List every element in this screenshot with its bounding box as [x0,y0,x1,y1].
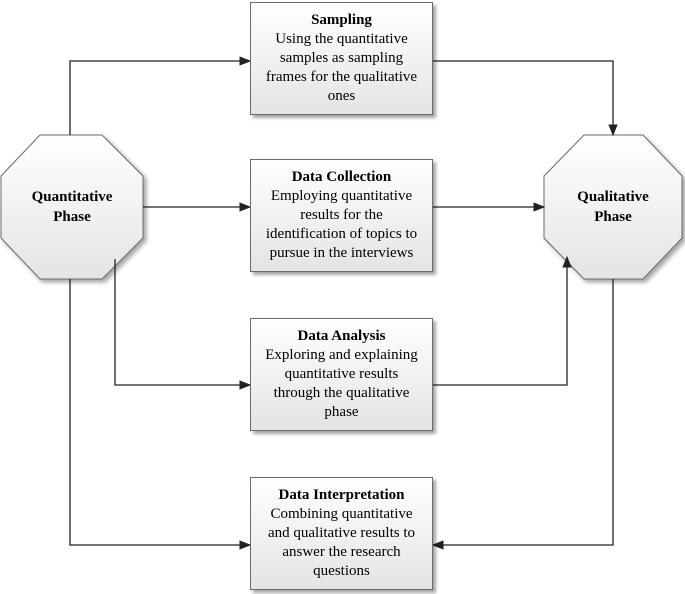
connector-quant-to-data-interpretation [69,279,252,550]
data-interpretation-box: Data Interpretation Combining quantitati… [250,477,433,590]
data-analysis-title: Data Analysis [297,328,386,344]
data-collection-description: Employing quantitative results for the i… [265,188,418,261]
sampling-box: Sampling Using the quantitative samples … [250,2,433,115]
data-collection-title: Data Collection [291,169,392,185]
data-collection-box: Data Collection Employing quantitative r… [250,159,433,272]
connector-qual-to-data-interpretation [431,279,614,550]
qualitative-phase-label: Qualitative Phase [577,189,649,225]
connector-quant-to-sampling [69,56,252,135]
connector-sampling-to-qual [433,60,618,137]
data-analysis-box: Data Analysis Exploring and explaining q… [250,318,433,431]
connector-data-analysis-to-qual [433,255,572,386]
sampling-title: Sampling [311,12,372,28]
data-analysis-description: Exploring and explaining quantitative re… [265,347,418,420]
sampling-description: Using the quantitative samples as sampli… [265,31,418,104]
data-interpretation-description: Combining quantitative and qualitative r… [267,506,416,579]
connector-quant-to-data-analysis [114,259,252,390]
qualitative-phase-octagon [543,134,683,280]
quantitative-phase-octagon [0,134,144,280]
quantitative-phase-label: Quantitative Phase [31,189,113,225]
data-interpretation-title: Data Interpretation [278,487,405,503]
